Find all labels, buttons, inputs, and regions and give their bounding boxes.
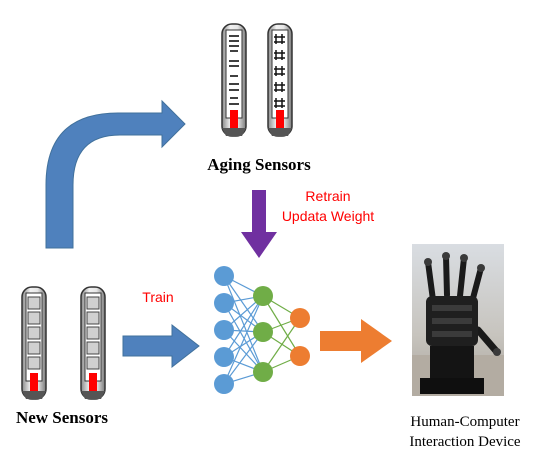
neural-network bbox=[214, 266, 310, 394]
train-label: Train bbox=[142, 289, 173, 305]
purple-arrow-retrain bbox=[241, 190, 277, 258]
device-label-line2: Interaction Device bbox=[409, 434, 521, 450]
update-weight-label: Updata Weight bbox=[282, 208, 374, 224]
hidden-layer-node bbox=[253, 322, 273, 342]
network-edge bbox=[223, 331, 264, 385]
input-layer-node bbox=[214, 347, 234, 367]
new-sensors-label: New Sensors bbox=[16, 408, 108, 427]
new-sensor-left bbox=[21, 286, 47, 400]
aging-sensors-label: Aging Sensors bbox=[207, 155, 311, 174]
curved-arrow-new-to-aging bbox=[45, 99, 186, 249]
new-sensor-right bbox=[80, 286, 106, 400]
network-edge bbox=[223, 275, 264, 373]
hidden-layer-node bbox=[253, 286, 273, 306]
input-layer-node bbox=[214, 293, 234, 313]
network-edge bbox=[262, 295, 301, 357]
input-layer-node bbox=[214, 320, 234, 340]
output-layer-node bbox=[290, 308, 310, 328]
network-edge bbox=[223, 295, 264, 358]
robotic-hand-image bbox=[412, 244, 504, 396]
blue-arrow-train bbox=[122, 323, 200, 369]
network-edge bbox=[223, 302, 264, 373]
network-edge bbox=[223, 275, 264, 333]
input-layer-node bbox=[214, 374, 234, 394]
hidden-layer-node bbox=[253, 362, 273, 382]
aging-sensor-left bbox=[221, 23, 247, 137]
orange-arrow-output bbox=[320, 319, 392, 363]
retrain-label: Retrain bbox=[305, 188, 350, 204]
network-edge bbox=[223, 295, 264, 385]
network-edge bbox=[262, 317, 301, 373]
aging-sensor-right bbox=[267, 23, 293, 137]
input-layer-node bbox=[214, 266, 234, 286]
output-layer-node bbox=[290, 346, 310, 366]
device-label-line1: Human-Computer bbox=[410, 414, 519, 430]
